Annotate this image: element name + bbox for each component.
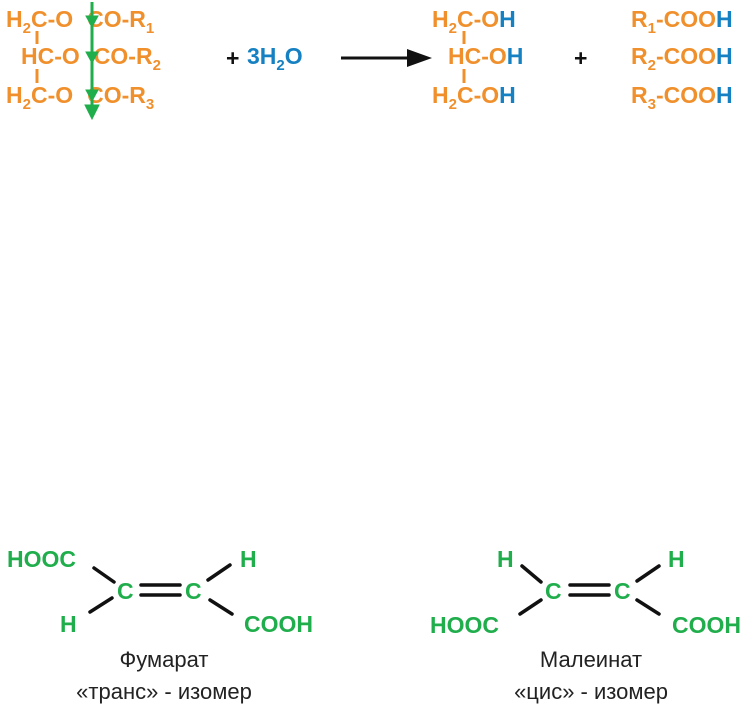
maleate-h-right: H [668, 546, 685, 572]
maleate-cooh: COOH [672, 612, 741, 638]
fumarate-bonds [88, 563, 234, 616]
fatty-acid-row-3: R3-COOH [631, 82, 733, 113]
maleate-c-left: C [545, 578, 562, 604]
maleate-hooc: HOOC [430, 612, 499, 638]
maleate-h-left: H [497, 546, 514, 572]
maleate-c-right: C [614, 578, 631, 604]
maleate-bonds [518, 564, 661, 616]
fumarate-h-top: H [240, 546, 257, 572]
fatty-acid-row-2: R2-COOH [631, 43, 733, 74]
maleate-isomer-label: «цис» - изомер [514, 679, 668, 704]
water-formula: 3H2O [247, 43, 303, 74]
glycerol-row-2: HC-OH [448, 43, 524, 69]
fatty-acid-row-1: R1-COOH [631, 6, 733, 37]
fumarate-c-right: C [185, 578, 202, 604]
maleate-name: Малеинат [539, 647, 643, 672]
reaction-arrow [341, 49, 432, 67]
fumarate-isomer-label: «транс» - изомер [76, 679, 252, 704]
fumarate-name: Фумарат [119, 647, 209, 672]
fumarate-c-left: C [117, 578, 134, 604]
fumarate-hooc: HOOC [7, 546, 76, 572]
cleavage-arrow [84, 2, 100, 121]
plus-sign-1: + [226, 45, 240, 71]
fumarate-h-bottom: H [60, 611, 77, 637]
fumarate-cooh: COOH [244, 611, 313, 637]
glycerol-row-3: H2C-OH [432, 82, 516, 113]
glycerol-row-1: H2C-OH [432, 6, 516, 37]
plus-sign-2: + [574, 45, 588, 71]
